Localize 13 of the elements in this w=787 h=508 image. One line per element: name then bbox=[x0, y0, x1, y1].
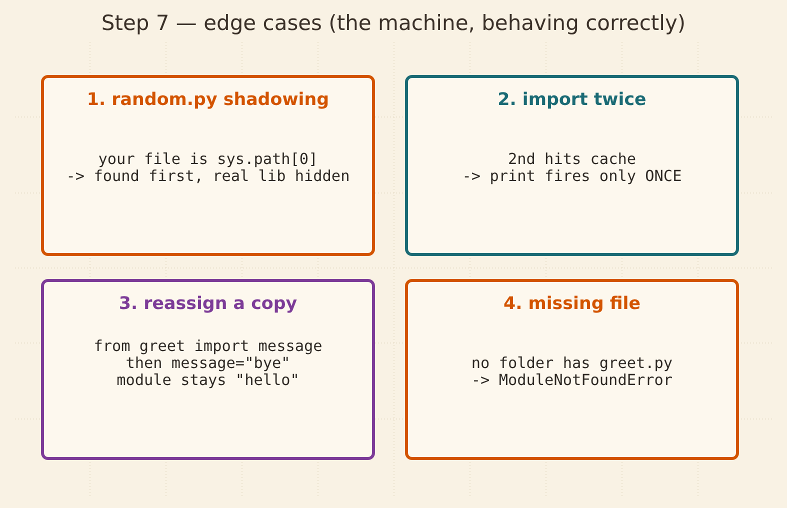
code-text: from greet import message then message="bye" module stays "hello" bbox=[92, 338, 324, 389]
case-card bbox=[405, 279, 739, 460]
card-heading: 1. random.py shadowing bbox=[86, 89, 330, 111]
code-text: no folder has greet.py -> ModuleNotFoundError bbox=[470, 355, 674, 389]
card-heading: 4. missing file bbox=[502, 293, 642, 315]
case-card bbox=[41, 75, 375, 256]
diagram-title: Step 7 — edge cases (the machine, behaving correctly) bbox=[100, 10, 687, 37]
case-card bbox=[41, 279, 375, 460]
code-text: 2nd hits cache -> print fires only ONCE bbox=[461, 151, 683, 185]
case-card bbox=[405, 75, 739, 256]
card-heading: 2. import twice bbox=[496, 89, 648, 111]
card-heading: 3. reassign a copy bbox=[118, 293, 298, 315]
code-text: your file is sys.path[0] -> found first, real lib hidden bbox=[65, 151, 351, 185]
